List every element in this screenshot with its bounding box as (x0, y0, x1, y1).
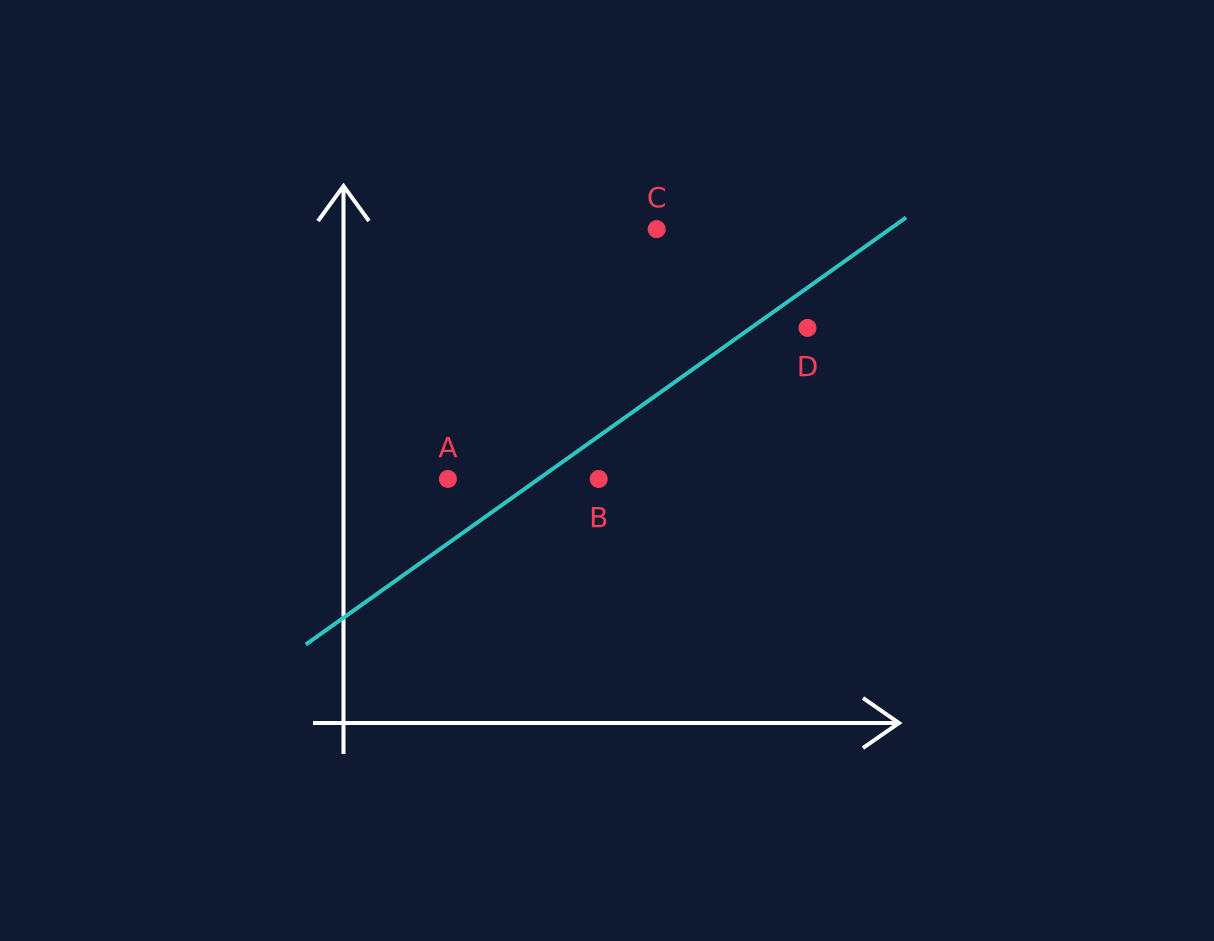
data-points: A B C D (438, 181, 818, 534)
data-point-label-d: D (797, 350, 819, 383)
data-point-label-a: A (438, 431, 457, 464)
data-point-label-b: B (589, 501, 608, 534)
data-point-b (589, 469, 608, 488)
fit-line (304, 215, 908, 647)
y-axis-arrowhead (316, 182, 371, 223)
x-axis-arrowhead (861, 696, 903, 750)
axes (313, 182, 903, 754)
data-point-c (647, 220, 666, 239)
data-point-a (438, 469, 457, 488)
data-point-label-c: C (647, 181, 667, 214)
data-point-d (798, 318, 817, 337)
